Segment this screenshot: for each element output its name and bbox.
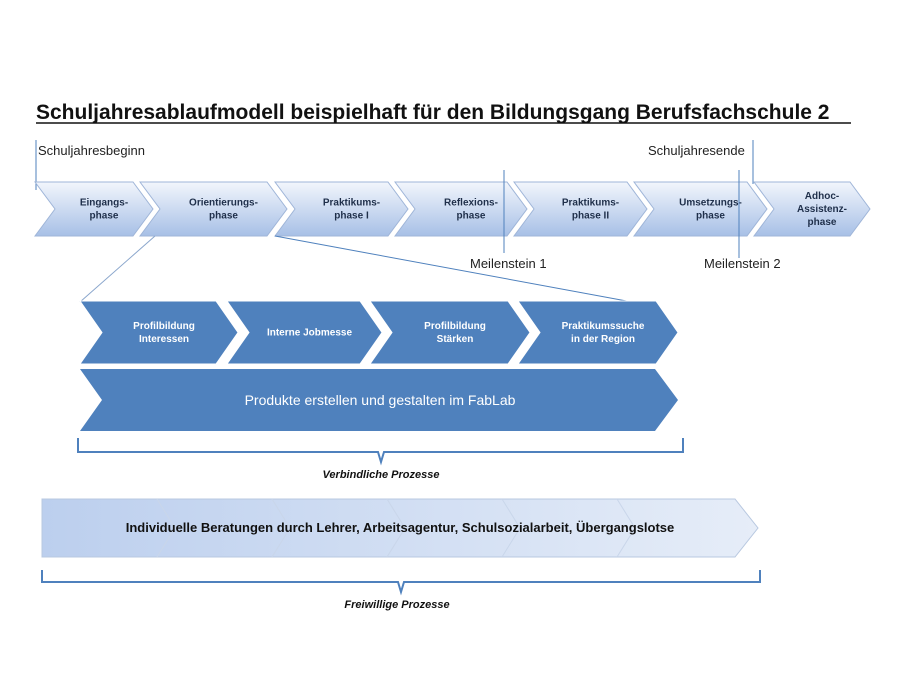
start-marker-label: Schuljahresbeginn — [38, 143, 145, 158]
phase-chevron: Orientierungs-phase — [139, 181, 288, 237]
phase-label: Adhoc- — [805, 191, 839, 202]
phase-label: phase II — [572, 211, 609, 222]
counseling-arrow — [41, 498, 759, 558]
orientation-step-label: Profilbildung — [133, 321, 195, 332]
orientation-step-chevron: Interne Jobmesse — [226, 300, 383, 365]
phase-chevron: Adhoc- Assistenz-phase — [753, 181, 871, 237]
end-marker-label: Schuljahresende — [648, 143, 745, 158]
orientation-step-chevron: Praktikumssuche in der Region — [517, 300, 679, 365]
phase-chevron: Praktikums-phase II — [513, 181, 648, 237]
orientation-step-label: Praktikumssuche — [562, 321, 645, 332]
phase-label: Assistenz- — [797, 204, 847, 215]
phase-label: Praktikums- — [562, 198, 619, 209]
phase-label: phase — [696, 211, 725, 222]
orientation-step-label: Stärken — [437, 334, 474, 345]
orientation-step-label: in der Region — [571, 334, 635, 345]
zoom-line-left — [79, 235, 156, 303]
phase-label: phase — [808, 217, 837, 228]
phase-chevron: Praktikums-phase I — [274, 181, 409, 237]
milestone1-label: Meilenstein 1 — [470, 256, 547, 271]
page-title: Schuljahresablaufmodell beispielhaft für… — [36, 101, 829, 124]
phase-label: phase — [90, 211, 119, 222]
phase-chevron: Umsetzungs-phase — [633, 181, 768, 237]
phase-label: phase — [209, 211, 238, 222]
orientation-step-label: Interne Jobmesse — [267, 328, 352, 339]
voluntary-label: Freiwillige Prozesse — [344, 599, 449, 611]
phase-label: Orientierungs- — [189, 198, 258, 209]
fablab-chevron — [80, 369, 678, 431]
mandatory-label: Verbindliche Prozesse — [323, 469, 440, 481]
orientation-step-label: Profilbildung — [424, 321, 486, 332]
phase-label: Reflexions- — [444, 198, 498, 209]
phase-label: Eingangs- — [80, 198, 128, 209]
phase-chevron: Reflexions-phase — [394, 181, 528, 237]
zoom-line-right — [274, 235, 633, 303]
fablab-label: Produkte erstellen und gestalten im FabL… — [245, 392, 516, 408]
phase-label: phase — [457, 211, 486, 222]
counseling-label: Individuelle Beratungen durch Lehrer, Ar… — [126, 520, 675, 535]
voluntary-brace — [41, 570, 761, 596]
phase-label: Umsetzungs- — [679, 198, 742, 209]
phase-chevron: Eingangs-phase — [34, 181, 154, 237]
phase-label: Praktikums- — [323, 198, 380, 209]
orientation-step-label: Interessen — [139, 334, 189, 345]
mandatory-brace — [77, 438, 684, 466]
milestone2-label: Meilenstein 2 — [704, 256, 781, 271]
phase-label: phase I — [334, 211, 369, 222]
